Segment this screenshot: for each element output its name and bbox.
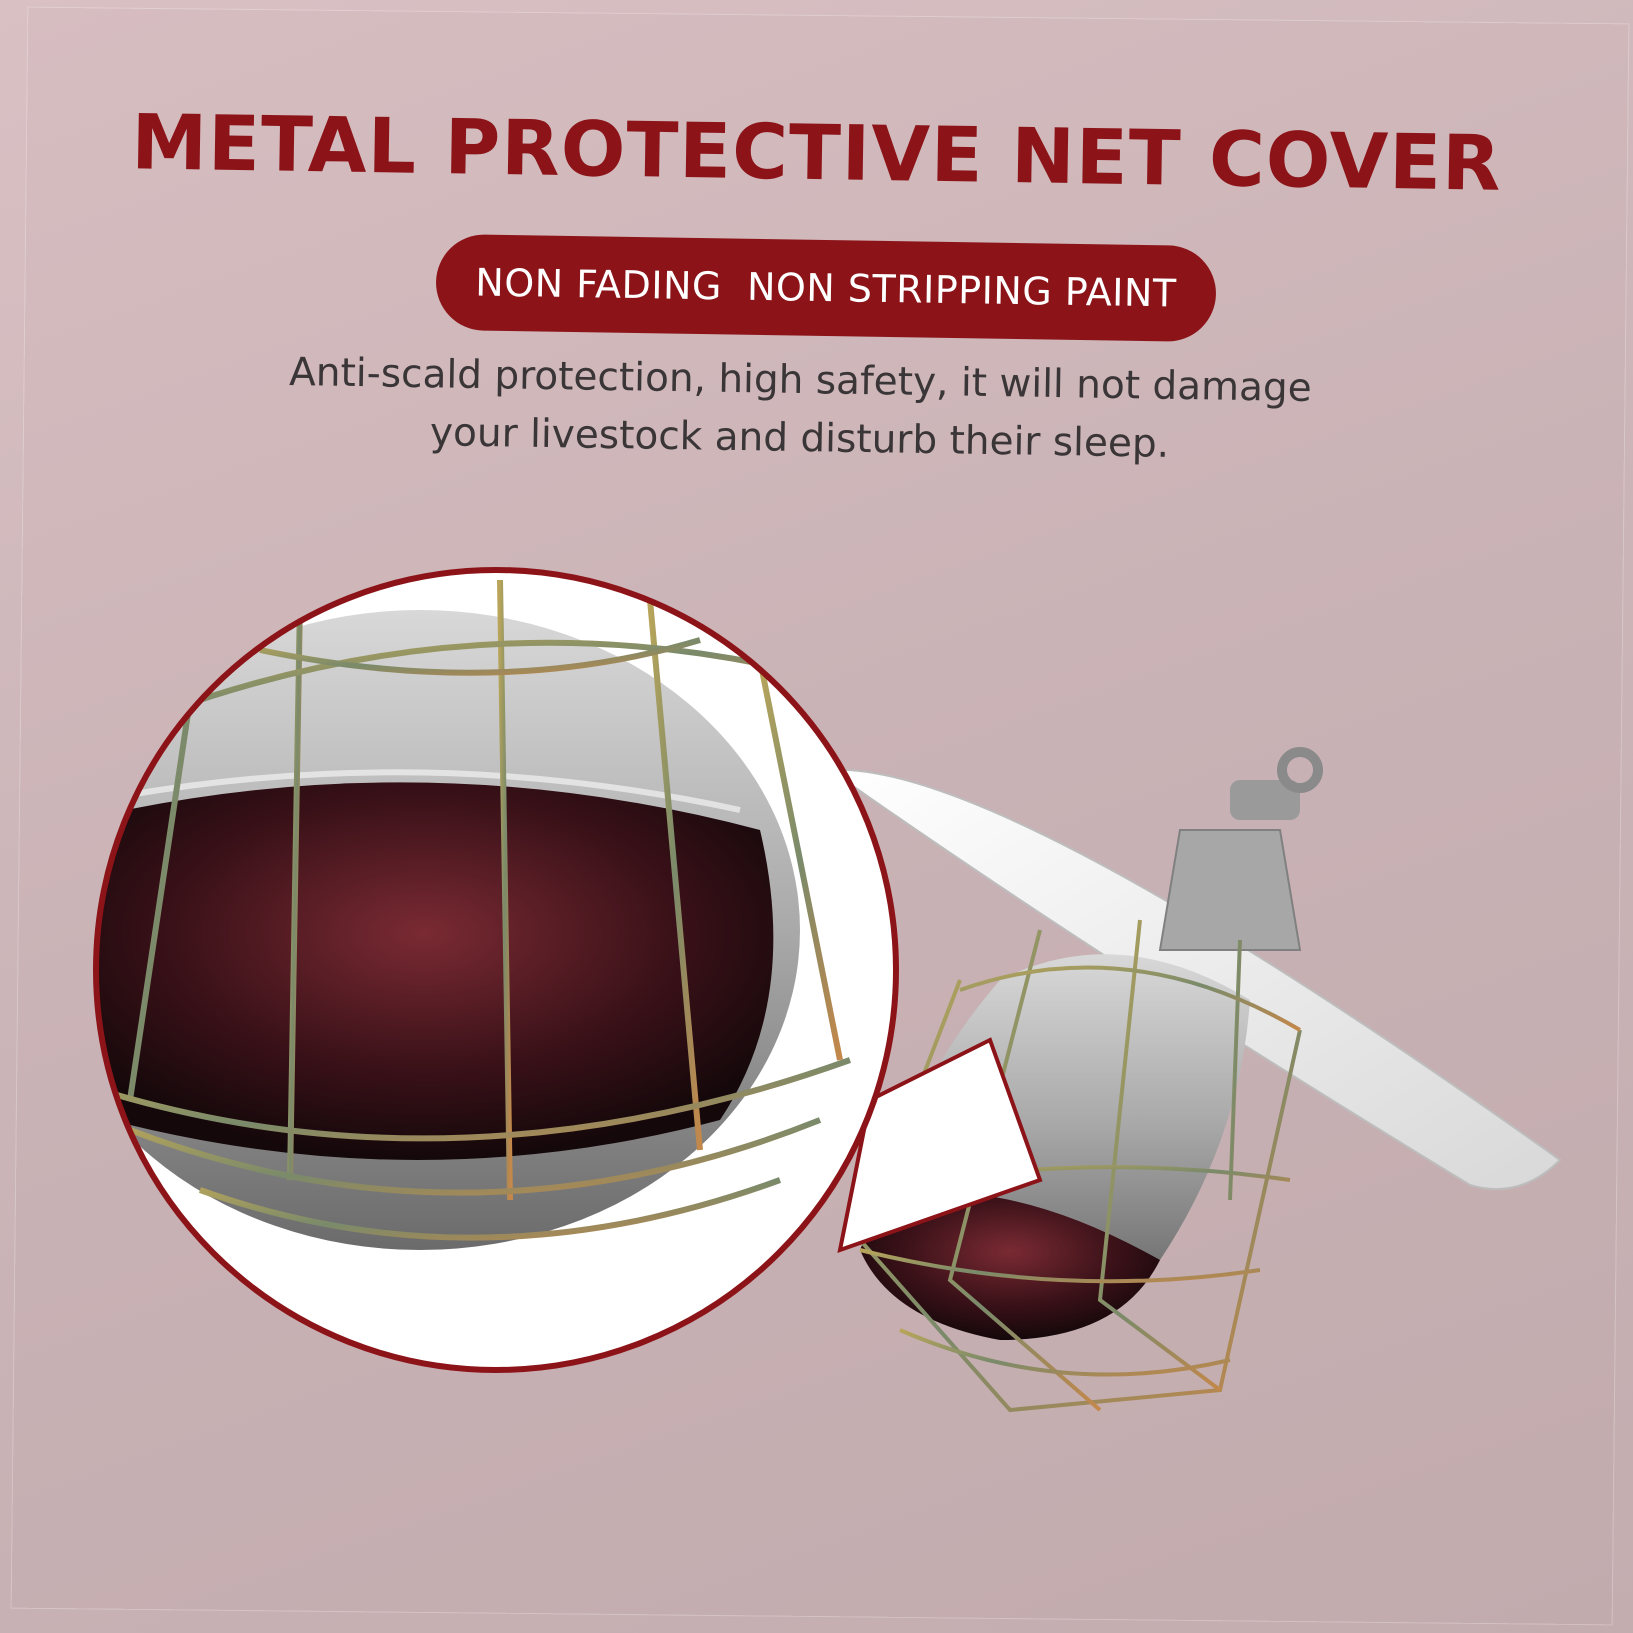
zoom-detail	[93, 567, 899, 1373]
lamp-wire-guard	[857, 919, 1302, 1413]
lamp-socket	[1158, 829, 1302, 951]
lamp-hook-base	[1230, 780, 1300, 820]
callout-pointer	[837, 1037, 1043, 1254]
lamp-hook-ring	[1277, 747, 1323, 793]
heat-lamp	[827, 747, 1562, 1413]
lamp-bulb-red-lens	[860, 1192, 1160, 1340]
zoom-circle-border	[93, 567, 899, 1373]
zoom-bulb-red	[96, 782, 774, 1160]
zoom-wire-cage	[99, 579, 852, 1241]
